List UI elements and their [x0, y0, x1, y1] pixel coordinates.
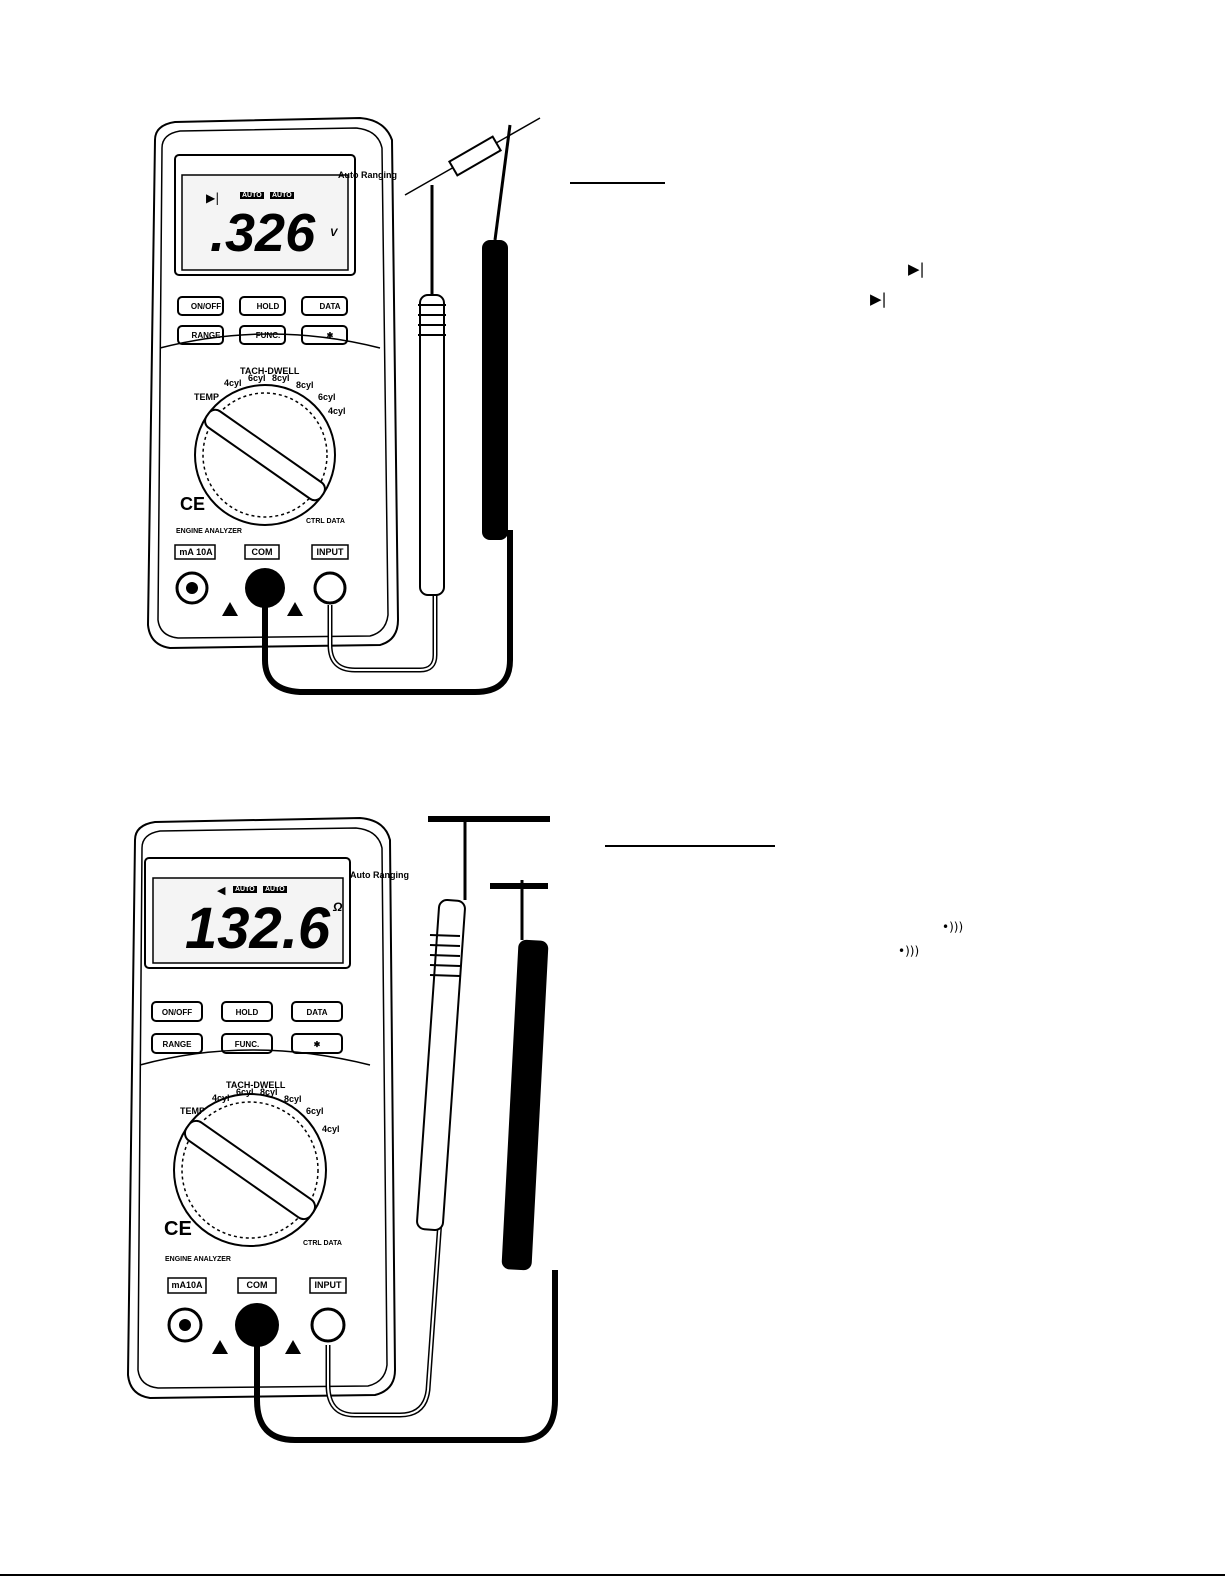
diode-test-section: Auto Ranging ▶| AUTO AUTO .326 V ON/OFF … [0, 0, 1225, 760]
jack-com[interactable]: COM [251, 547, 273, 557]
heading-underline [570, 182, 665, 184]
continuity-icon: •))) [942, 920, 964, 934]
dial-label-temp: TEMP [194, 392, 220, 402]
dial-label-temp-2: TEMP [180, 1106, 206, 1116]
dial-label-8cyl: 8cyl [272, 373, 290, 383]
lcd-header-text-2: Auto Ranging [350, 870, 409, 880]
hold-button-2[interactable]: HOLD [235, 1008, 259, 1017]
jack-com-2[interactable]: COM [246, 1280, 268, 1290]
dial-label-8cyl-right: 8cyl [296, 380, 314, 390]
jack-ma-10a[interactable]: mA 10A [179, 547, 213, 557]
lcd-display: ▶| AUTO AUTO .326 V [190, 185, 350, 270]
on-off-button[interactable]: ON/OFF [190, 302, 222, 311]
ce-mark: CE [180, 494, 206, 514]
range-button-2[interactable]: RANGE [162, 1040, 192, 1049]
lcd-header-text: Auto Ranging [338, 170, 397, 180]
engine-analyzer-label: ENGINE ANALYZER [176, 528, 242, 535]
lcd-reading-2: 132.6 [185, 896, 331, 961]
dial-label-4cyl-2: 4cyl [212, 1093, 230, 1103]
lcd-tag-auto: AUTO [240, 192, 264, 199]
jack-input-2[interactable]: INPUT [314, 1280, 342, 1290]
speaker-icon: ◀ [217, 884, 226, 897]
brand-label-2: TACH-DWELL [226, 1080, 286, 1090]
ctrl-data-label: CTRL DATA [306, 518, 345, 525]
data-button-2[interactable]: DATA [306, 1008, 328, 1017]
diode-icon: ▶| [908, 260, 925, 278]
jack-ma-10a-2[interactable]: mA10A [171, 1280, 203, 1290]
dial-label-6cyl-2: 6cyl [236, 1087, 254, 1097]
lcd-unit: V [330, 227, 338, 239]
diode-icon: ▶| [870, 290, 887, 308]
multimeter-diode-figure: Auto Ranging [146, 116, 541, 695]
range-button[interactable]: RANGE [191, 331, 221, 340]
continuity-test-section: Auto Ranging ◀ AUTO AUTO 132.6 Ω ON/OFF … [0, 800, 1225, 1500]
dial-label-6cyl: 6cyl [248, 373, 266, 383]
lcd-tag-auto-2: AUTO [270, 192, 294, 199]
dial-label-8cyl-right-2: 8cyl [284, 1094, 302, 1104]
engine-analyzer-label-2: ENGINE ANALYZER [165, 1256, 231, 1263]
page-bottom-rule [0, 1574, 1225, 1576]
multimeter-continuity-figure: Auto Ranging [126, 816, 558, 1443]
dial-label-6cyl-right: 6cyl [318, 392, 336, 402]
on-off-button-2[interactable]: ON/OFF [161, 1008, 193, 1017]
func-button-2[interactable]: FUNC. [234, 1040, 260, 1049]
dial-label-4cyl-right: 4cyl [328, 406, 346, 416]
dial-label-8cyl-2: 8cyl [260, 1087, 278, 1097]
lcd-tag-auto-4: AUTO [263, 886, 287, 893]
brand-label: TACH-DWELL [240, 366, 300, 376]
dial-label-4cyl-right-2: 4cyl [322, 1124, 340, 1134]
lcd-reading: .326 [210, 203, 316, 263]
backlight-button[interactable]: ✱ [326, 331, 334, 340]
lcd-unit-2: Ω [333, 900, 343, 914]
jack-input[interactable]: INPUT [316, 547, 344, 557]
lcd-tag-auto-3: AUTO [233, 886, 257, 893]
continuity-icon: •))) [898, 944, 920, 958]
diode-icon: ▶| [206, 191, 220, 205]
dial-label-6cyl-right-2: 6cyl [306, 1106, 324, 1116]
dial-label-4cyl: 4cyl [224, 378, 242, 388]
backlight-button-2[interactable]: ✱ [313, 1040, 321, 1049]
ce-mark-2: CE [164, 1218, 192, 1240]
func-button[interactable]: FUNC. [255, 331, 281, 340]
ctrl-data-label-2: CTRL DATA [303, 1240, 342, 1247]
data-button[interactable]: DATA [319, 302, 341, 311]
heading-underline-2 [605, 845, 775, 847]
hold-button[interactable]: HOLD [256, 302, 280, 311]
lcd-display-2: ◀ AUTO AUTO 132.6 Ω [155, 880, 345, 965]
